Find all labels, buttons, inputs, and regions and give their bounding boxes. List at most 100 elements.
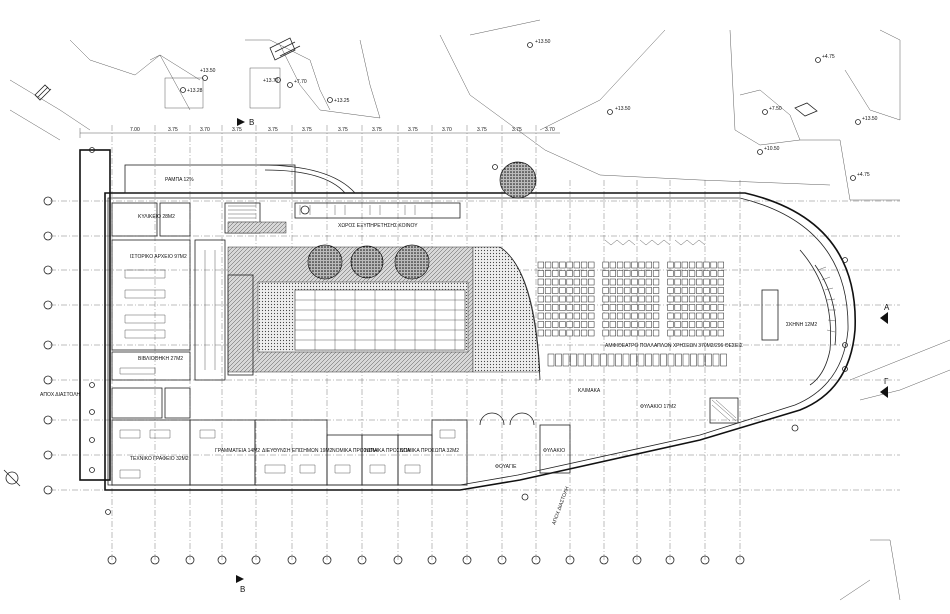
dimension: 3.70	[200, 127, 210, 133]
seat	[696, 329, 703, 337]
seat	[580, 287, 588, 294]
seat	[616, 287, 624, 294]
seat	[674, 278, 681, 286]
emergency-label: ΦΥΛΑΚΙΟ 17Μ2	[640, 404, 676, 410]
foyer-label: ΦΟΥΑΓΙΕ	[495, 464, 517, 470]
seat	[645, 287, 652, 294]
seat	[710, 321, 717, 328]
seat	[566, 321, 573, 328]
seat	[696, 270, 703, 277]
seat	[559, 329, 566, 337]
foyer-zone: ΦΟΥΑΓΙΕ ΦΥΛΑΚΙΟ ΑΠΟΧ ΔΙΑΣΤΟΛΗ ΦΥΛΑΚΙΟ 17…	[479, 388, 676, 526]
building-outline: ΡΑΜΠΑ 12%	[79, 149, 856, 491]
seat	[592, 353, 600, 367]
seat	[638, 304, 645, 311]
seat	[667, 312, 674, 320]
seat	[674, 321, 681, 328]
dimension: 3.75	[268, 127, 278, 133]
seat	[696, 312, 703, 320]
seat	[580, 304, 588, 311]
elevation-label: +13.70	[263, 78, 279, 84]
seat	[585, 353, 592, 367]
seat	[652, 353, 660, 367]
elevation-label: +13.50	[200, 68, 216, 74]
seat	[667, 278, 674, 286]
seat	[681, 261, 688, 269]
seat	[682, 353, 690, 367]
tree-icon	[394, 244, 430, 280]
seat	[624, 261, 631, 269]
seat	[696, 295, 703, 303]
seat	[660, 353, 667, 367]
grid-bubbles-left	[43, 196, 53, 495]
seat	[559, 278, 566, 286]
legal-label-2: ΝΟΜΙΚΑ ΠΡΟΣΩΠΑ	[365, 448, 411, 454]
seat	[720, 353, 727, 367]
seat	[588, 270, 595, 277]
seat	[537, 270, 544, 277]
dimension: 3.75	[338, 127, 348, 133]
seat	[609, 295, 616, 303]
seat	[696, 321, 703, 328]
seat	[688, 304, 696, 311]
seat	[710, 270, 717, 277]
seat	[638, 261, 645, 269]
elevation-markers-top: +13.50 +13.50 +13.70 +7.70 +13.25 +13.28…	[180, 39, 878, 181]
seat	[688, 321, 696, 328]
auditorium-label: ΑΜΦΙΘΕΑΤΡΟ ΠΟΛΛΑΠΛΩΝ ΧΡΗΣΕΩΝ 370Μ2/296 Θ…	[605, 343, 743, 349]
seat	[652, 329, 660, 337]
seat	[645, 270, 652, 277]
svg-text:A: A	[884, 303, 890, 312]
seat	[688, 278, 696, 286]
seat	[645, 295, 652, 303]
seat	[566, 261, 573, 269]
security-label: ΦΥΛΑΚΙΟ	[543, 448, 565, 454]
seat	[624, 321, 631, 328]
seat	[688, 261, 696, 269]
section-marker-gamma: Γ	[880, 377, 889, 398]
seat	[624, 312, 631, 320]
auditorium-labels: ΑΜΦΙΘΕΑΤΡΟ ΠΟΛΛΑΠΛΩΝ ΧΡΗΣΕΩΝ 370Μ2/296 Θ…	[604, 239, 837, 424]
seat	[544, 287, 552, 294]
seat	[681, 321, 688, 328]
seat	[712, 353, 720, 367]
seat	[681, 312, 688, 320]
seat	[690, 353, 697, 367]
seat	[616, 304, 624, 311]
seat	[580, 270, 588, 277]
seat	[631, 304, 638, 311]
seat	[667, 287, 674, 294]
seat	[703, 321, 710, 328]
seat	[552, 287, 559, 294]
seat	[703, 329, 710, 337]
seat	[577, 353, 585, 367]
seat	[616, 295, 624, 303]
seat	[566, 295, 573, 303]
seat	[544, 295, 552, 303]
seat	[696, 304, 703, 311]
secretariat-label: ΓΡΑΜΜΑΤΕΙΑ 14Μ2	[215, 448, 260, 454]
dimension: 3.75	[372, 127, 382, 133]
seat	[624, 287, 631, 294]
left-wing: ΚΥΛΙΚΕΙΟ 28Μ2 ΙΣΤΟΡΙΚΟ ΑΡΧΕΙΟ 97Μ2 ΒΙΒΛΙ…	[40, 202, 254, 398]
seat	[537, 312, 544, 320]
seat	[688, 287, 696, 294]
seat	[559, 321, 566, 328]
seat	[667, 329, 674, 337]
seat	[588, 261, 595, 269]
seat	[624, 304, 631, 311]
seat	[710, 295, 717, 303]
seat	[638, 329, 645, 337]
history-archive-label: ΙΣΤΟΡΙΚΟ ΑΡΧΕΙΟ 97Μ2	[130, 254, 187, 260]
seat	[645, 304, 652, 311]
seat	[717, 261, 724, 269]
seat	[622, 353, 630, 367]
seat	[559, 312, 566, 320]
seat	[537, 287, 544, 294]
top-service-zone: ΧΩΡΟΣ ΕΞΥΠΗΡΕΤΗΣΗΣ ΚΟΙΝΟΥ	[224, 202, 461, 234]
seat	[609, 312, 616, 320]
trees	[307, 161, 537, 280]
seat	[588, 321, 595, 328]
seat	[645, 261, 652, 269]
director-label: ΔΙΕΥΘΥΝΣΗ ΕΠΙΣΗΜΩΝ 19Μ2	[262, 448, 333, 454]
